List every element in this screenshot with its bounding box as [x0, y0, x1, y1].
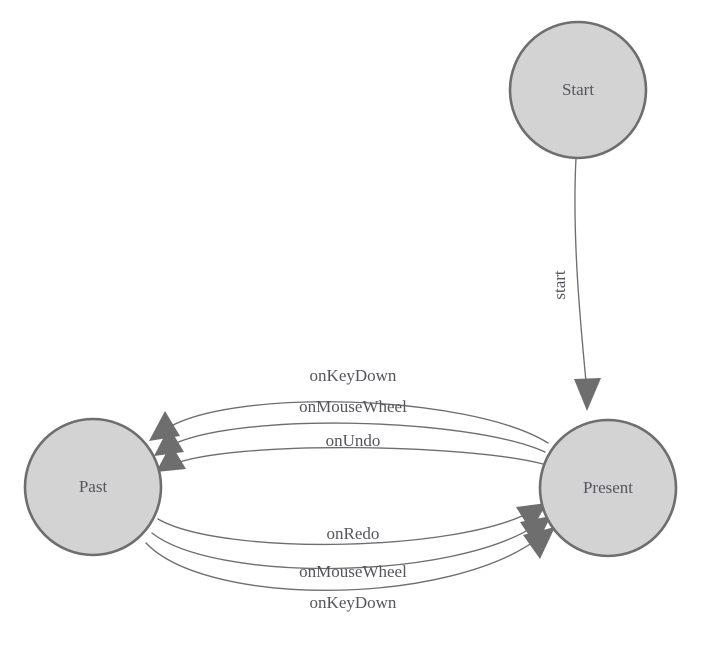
node-past[interactable]: Past: [23, 417, 163, 557]
node-present-circle: [538, 418, 678, 558]
node-start-circle: [508, 20, 648, 160]
arrowhead-past-to-present-onredo: [516, 503, 547, 531]
node-past-label: Past: [79, 477, 108, 496]
edge-past-to-present-onredo[interactable]: onRedo: [157, 503, 547, 546]
arrowhead-present-to-past-onundo: [156, 444, 186, 472]
edge-present-to-past-onundo-path: [170, 446, 544, 466]
edge-start-to-present[interactable]: start: [550, 157, 601, 411]
edge-past-to-present-onredo-path: [157, 510, 533, 546]
edge-present-to-past-onundo[interactable]: onUndo: [156, 431, 544, 472]
edge-label-past-to-present-onmousewheel: onMouseWheel: [299, 562, 407, 581]
node-start[interactable]: Start: [508, 20, 648, 160]
node-present-label: Present: [583, 478, 633, 497]
edge-label-past-to-present-onredo: onRedo: [327, 524, 380, 543]
edge-present-to-past-onmousewheel[interactable]: onMouseWheel: [154, 397, 546, 456]
edge-present-to-past-onkeydown-path: [162, 401, 549, 444]
edge-past-to-present-onmousewheel-path: [151, 524, 537, 570]
edge-label-start-to-present: start: [550, 270, 569, 300]
edge-past-to-present-onmousewheel[interactable]: onMouseWheel: [151, 516, 551, 581]
edge-label-present-to-past-onmousewheel: onMouseWheel: [299, 397, 407, 416]
node-past-circle: [23, 417, 163, 557]
edge-past-to-present-onkeydown-path: [145, 536, 541, 591]
edge-label-present-to-past-onundo: onUndo: [326, 431, 381, 450]
node-start-label: Start: [562, 80, 594, 99]
edge-start-to-present-path: [574, 157, 588, 393]
edge-past-to-present-onkeydown[interactable]: onKeyDown: [145, 527, 555, 612]
edge-label-present-to-past-onkeydown: onKeyDown: [310, 366, 397, 385]
node-present[interactable]: Present: [538, 418, 678, 558]
arrowhead-past-to-present-onmousewheel: [520, 516, 551, 546]
arrowhead-start-to-present: [574, 378, 601, 411]
edge-label-past-to-present-onkeydown: onKeyDown: [310, 593, 397, 612]
arrowhead-past-to-present-onkeydown: [523, 527, 555, 559]
edge-present-to-past-onmousewheel-path: [167, 422, 546, 453]
arrowhead-present-to-past-onmousewheel: [154, 427, 184, 456]
